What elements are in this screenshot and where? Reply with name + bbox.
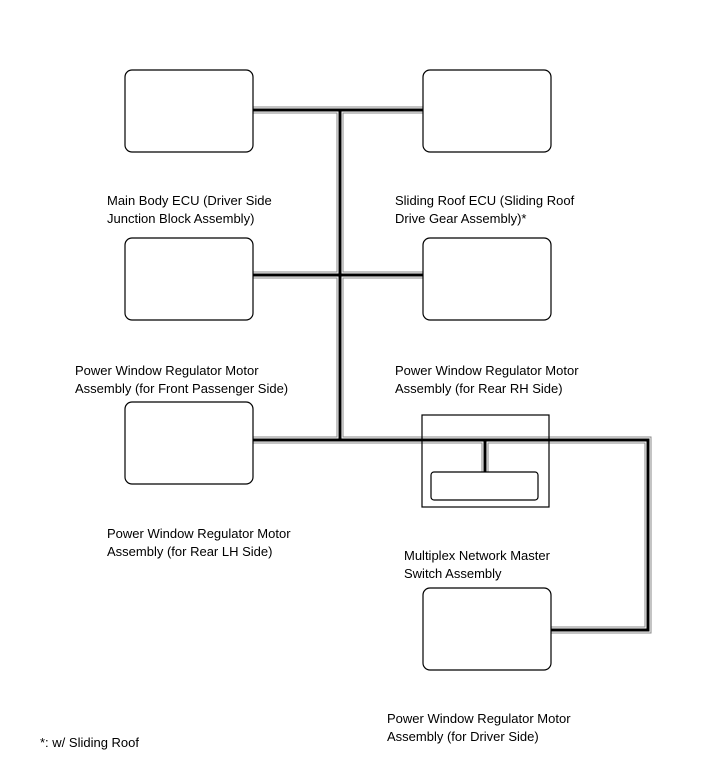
sliding-roof-ecu-box	[422, 69, 552, 153]
main-body-ecu-box	[124, 69, 254, 153]
pw-rear-lh-box	[124, 401, 254, 485]
master-switch-frame	[421, 414, 550, 508]
pw-driver-box	[422, 587, 552, 671]
pw-front-passenger-box	[124, 237, 254, 321]
bus-wires	[253, 106, 652, 634]
master-switch-inner-box	[430, 471, 539, 501]
footnote: *: w/ Sliding Roof	[40, 735, 139, 750]
pw-rear-rh-box	[422, 237, 552, 321]
